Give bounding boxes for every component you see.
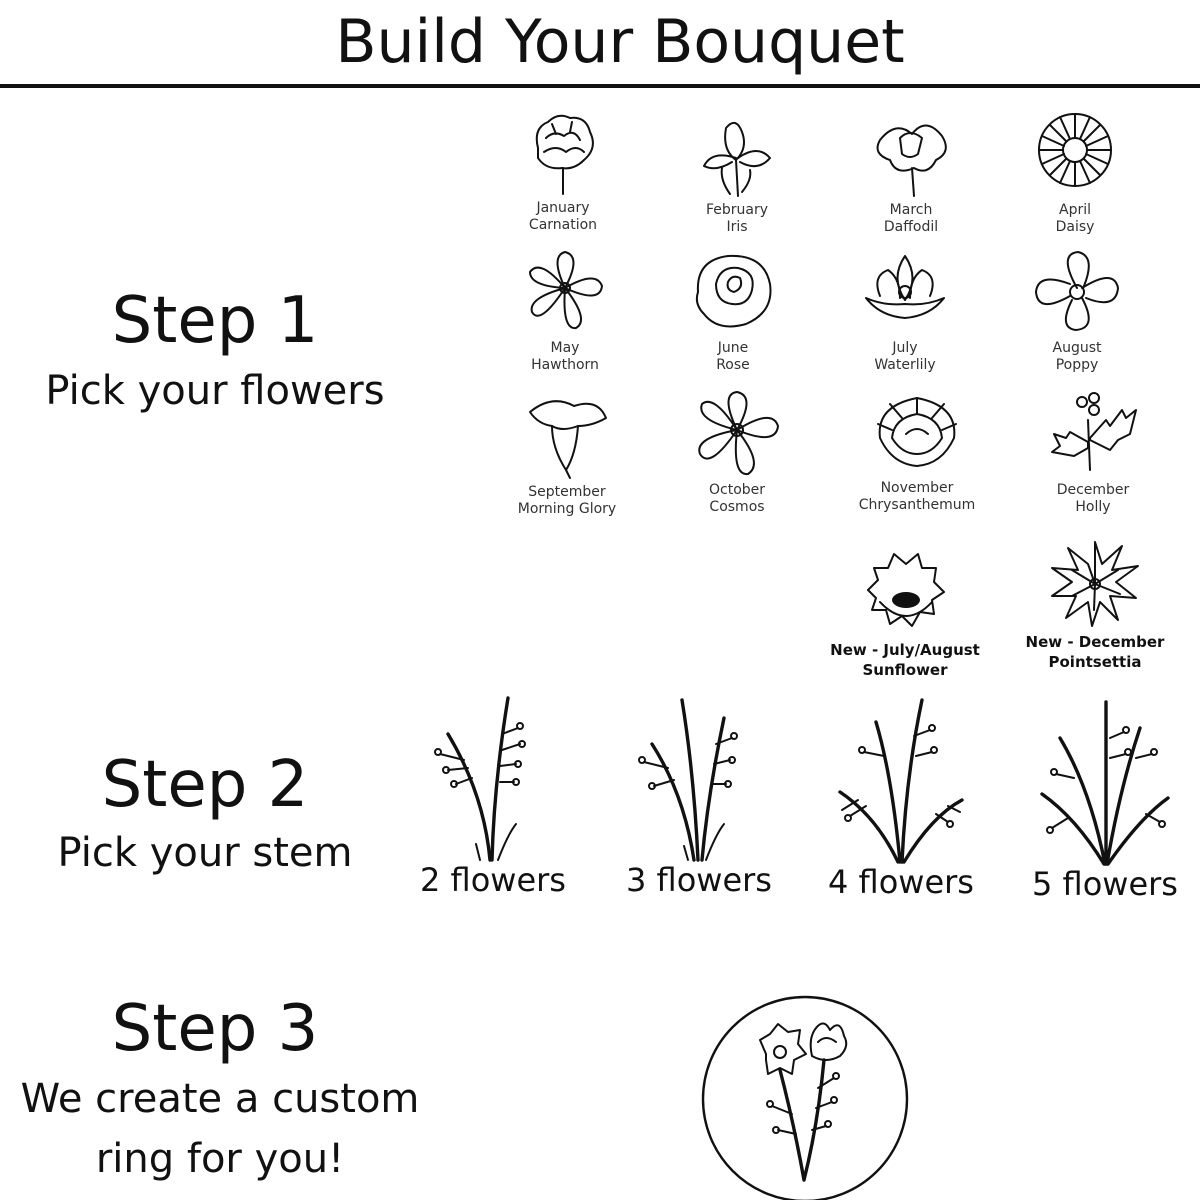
sunflower-icon [867,553,945,627]
stem-3-icon [638,698,738,862]
flower-month: April [1059,202,1091,218]
poppy-icon [1035,251,1119,331]
stem-label: 3 flowers [626,861,772,899]
step1-heading: Step 1 [111,284,319,358]
step1-subtitle: Pick your flowers [45,368,385,414]
stem-option-4[interactable]: 4 flowers [816,696,986,901]
flower-month: August [1052,340,1102,356]
flower-month: New - December [1025,633,1165,651]
daisy-icon [1038,113,1112,187]
cosmos-icon [698,391,779,476]
poinsettia-icon [1051,541,1139,627]
rose-icon [695,254,772,328]
flower-month: December [1056,482,1130,498]
chrysanthemum-icon [877,397,957,467]
custom-ring-preview [700,994,910,1200]
flower-month: February [705,202,769,218]
holly-icon [1051,392,1137,471]
flower-name: Waterlily [874,357,936,373]
flower-month: May [550,340,580,356]
title-divider [0,84,1200,88]
flower-name: Sunflower [862,661,948,679]
flower-name: Iris [726,219,748,235]
flower-name: Hawthorn [531,357,599,373]
stem-5-icon [1040,700,1170,866]
flower-name: Holly [1075,499,1111,515]
flower-name: Poppy [1055,357,1099,373]
flower-name: Daffodil [883,219,939,235]
page-title: Build Your Bouquet [335,7,905,77]
stem-label: 4 flowers [828,863,974,901]
stem-option-2[interactable]: 2 flowers [408,694,578,899]
step3-subtitle-line1: We create a custom [20,1076,420,1122]
step3-subtitle-line2: ring for you! [95,1136,345,1182]
step2-heading: Step 2 [101,748,309,822]
flower-month: September [528,484,606,500]
daffodil-icon [876,124,947,197]
flower-name: Daisy [1055,219,1095,235]
stem-option-5[interactable]: 5 flowers [1020,698,1190,903]
stem-4-icon [838,698,964,864]
stem-label: 5 flowers [1032,865,1178,903]
flower-month: January [536,200,590,216]
flower-month: June [717,340,749,356]
flower-month: October [708,482,766,498]
stem-label: 2 flowers [420,861,566,899]
flower-name: Morning Glory [517,501,617,517]
step3-heading: Step 3 [111,992,319,1066]
flower-month: New - July/August [830,641,980,659]
flower-name: Chrysanthemum [858,497,976,513]
waterlily-icon [865,255,945,319]
flower-month: July [892,340,918,356]
flower-name: Rose [716,357,750,373]
stem-option-3[interactable]: 3 flowers [614,694,784,899]
flower-name: Cosmos [709,499,765,515]
flower-name: Carnation [528,217,598,233]
bouquet-ring-icon [701,995,909,1200]
flower-month: November [880,480,954,496]
morning-glory-icon [529,400,607,479]
flower-month: March [889,202,933,218]
carnation-icon [535,114,594,195]
iris-icon [703,121,771,197]
stem-2-icon [434,696,526,862]
hawthorn-icon [529,251,603,330]
flower-name: Pointsettia [1048,653,1142,671]
step2-subtitle: Pick your stem [57,830,353,876]
